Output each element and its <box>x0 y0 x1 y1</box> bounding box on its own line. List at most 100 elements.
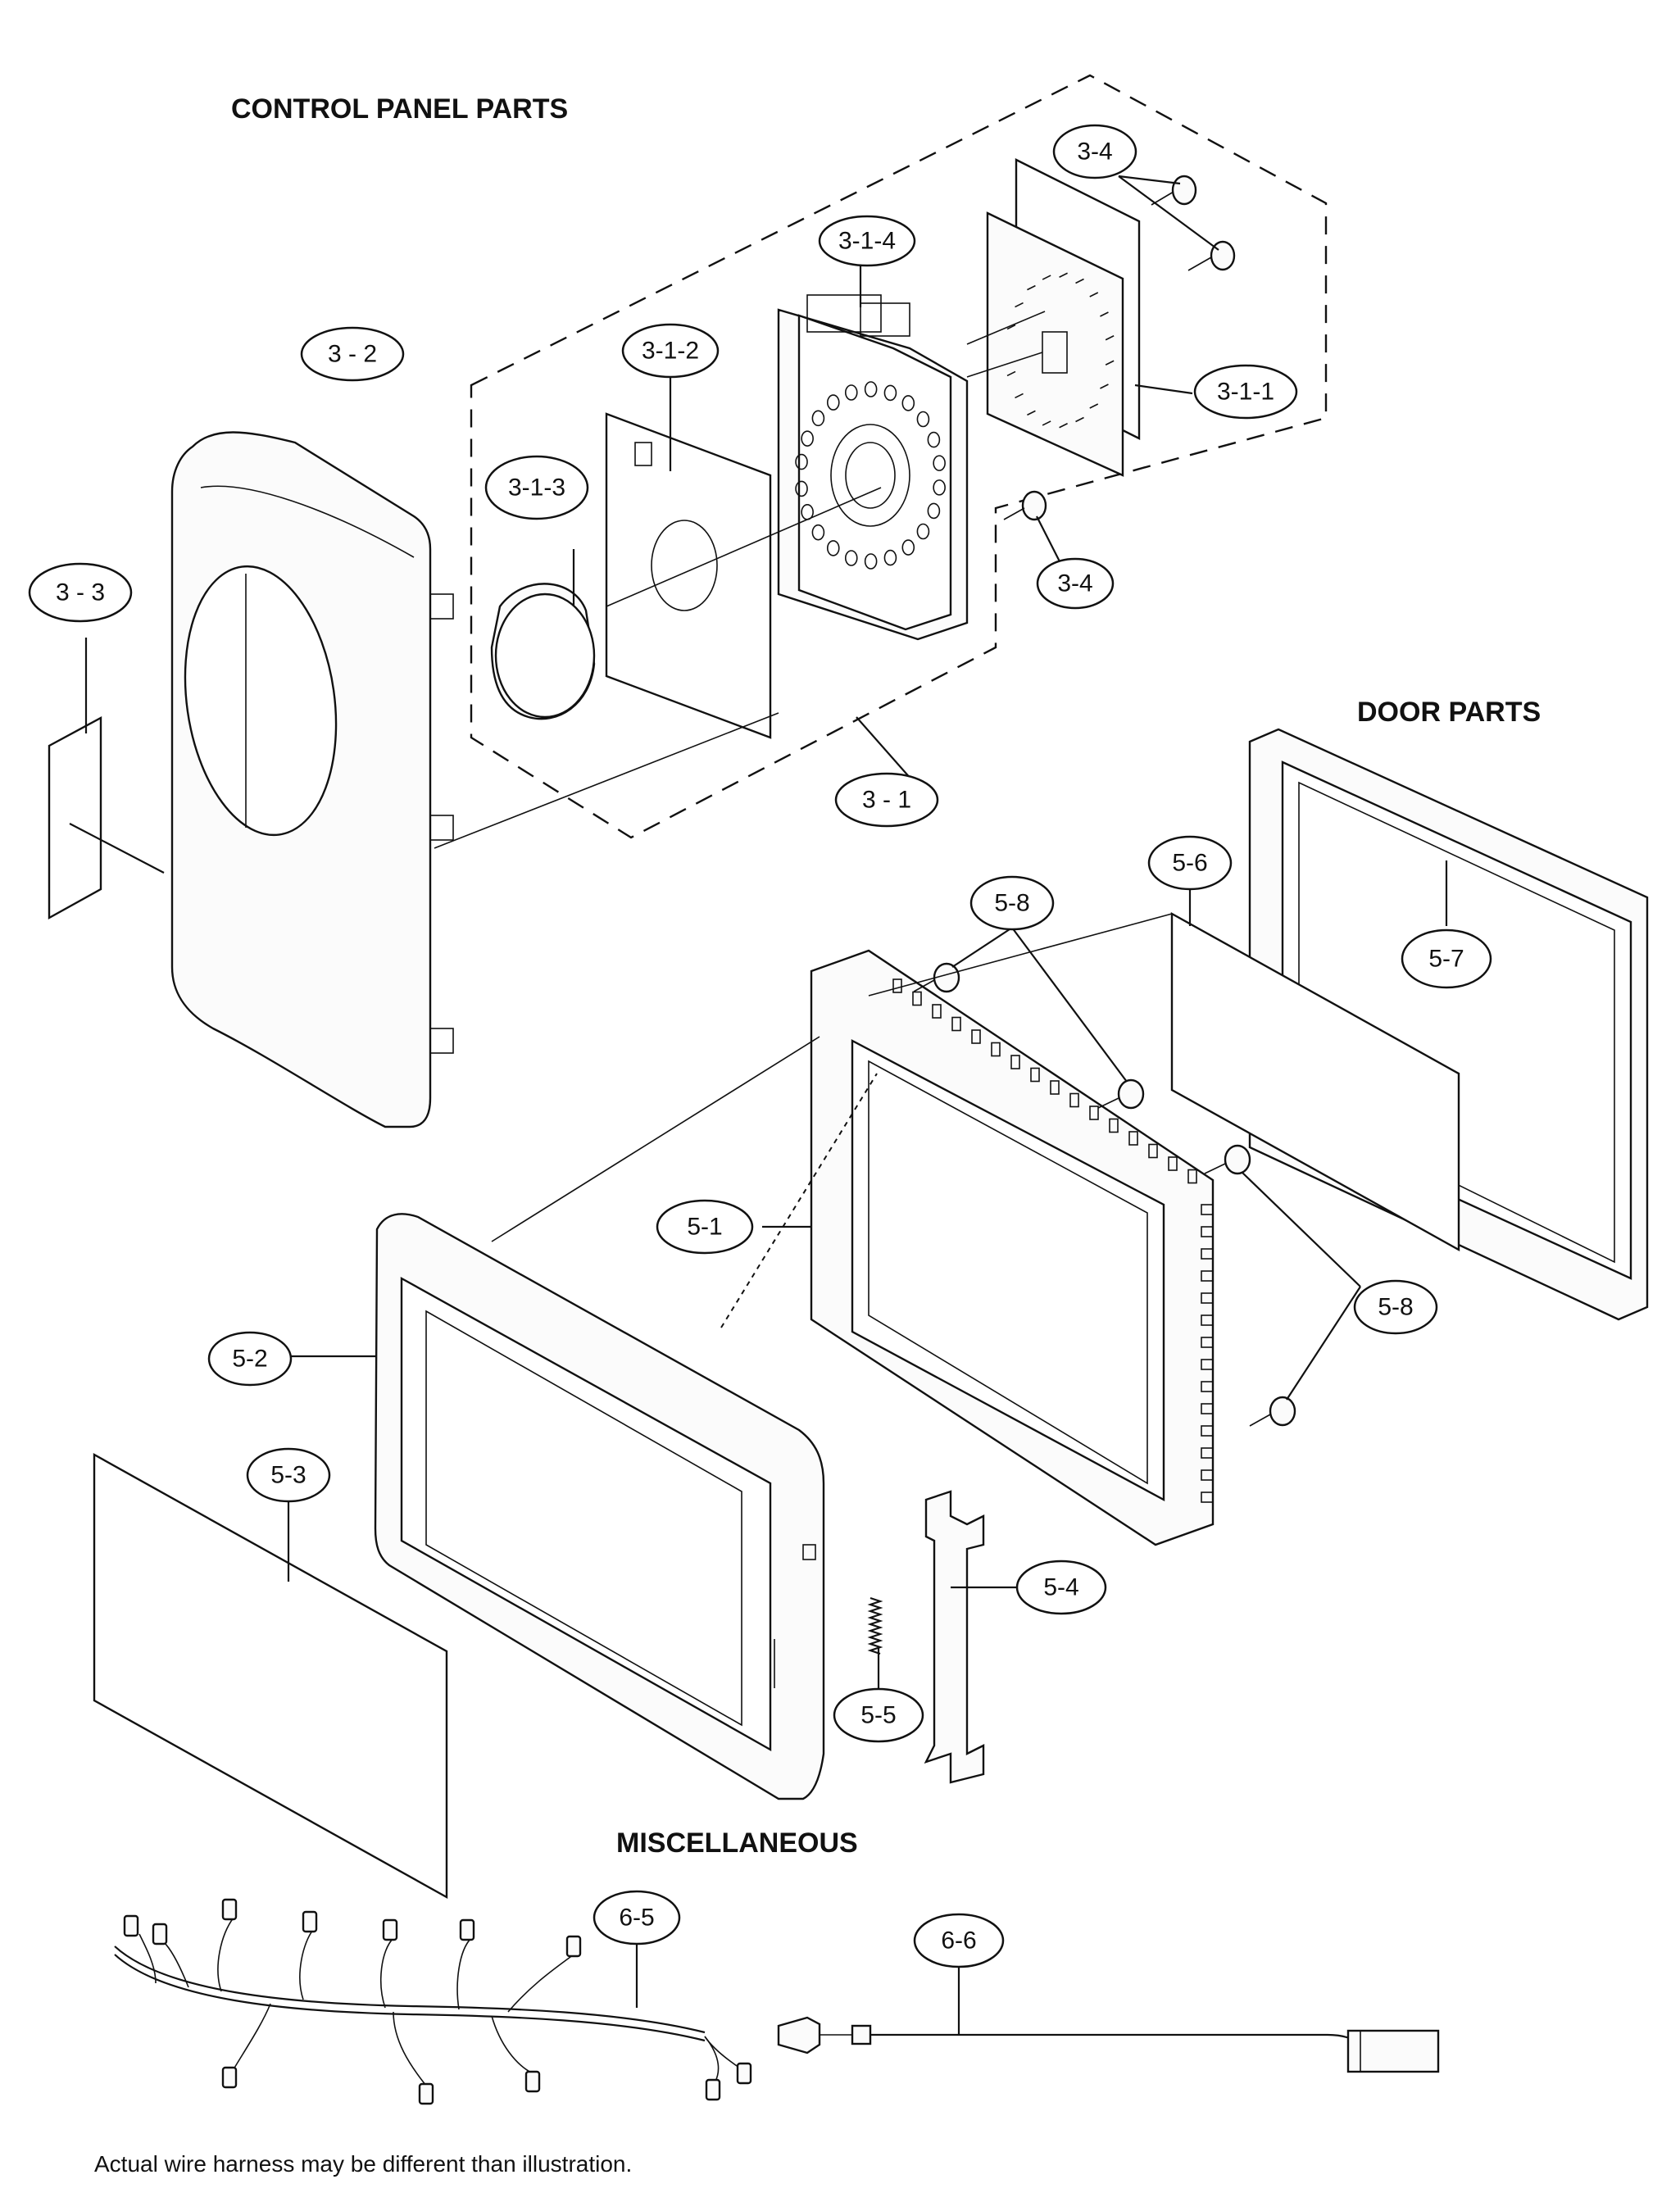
housing-hole <box>826 540 840 556</box>
door-film-5-3 <box>93 1452 448 1900</box>
callout-5-7: 5-7 <box>1401 928 1492 989</box>
door-outer-frame-5-2 <box>374 1213 825 1800</box>
housing-hole <box>916 523 930 540</box>
harness-connector <box>382 1918 398 1941</box>
explode-line-board <box>966 311 1046 345</box>
miscellaneous-heading: MISCELLANEOUS <box>616 1827 858 1859</box>
frame-tooth <box>1201 1226 1214 1237</box>
housing-hole <box>927 431 941 448</box>
explode-line-door-a <box>491 1036 820 1242</box>
svg-text:5-8: 5-8 <box>1378 1294 1413 1321</box>
escutcheon-plate-3-1-2 <box>605 412 772 739</box>
harness-connector <box>418 2082 434 2105</box>
board-pin <box>1059 272 1068 278</box>
board-pin <box>1105 335 1115 341</box>
frame-tooth <box>1030 1067 1040 1083</box>
svg-text:3-4: 3-4 <box>1077 138 1112 166</box>
leader-3-1-1 <box>1134 384 1193 395</box>
board-pin <box>1105 360 1115 365</box>
harness-connector <box>736 2062 752 2085</box>
harness-connector <box>705 2078 721 2101</box>
callout-6-5: 6-5 <box>593 1890 681 1945</box>
svg-text:5-3: 5-3 <box>270 1462 306 1489</box>
frame-tooth <box>1148 1143 1158 1159</box>
screw-5-8-d <box>1249 1396 1296 1427</box>
control-panel-cover-3-2 <box>170 431 454 1128</box>
svg-text:3-1-1: 3-1-1 <box>1217 379 1274 406</box>
frame-tooth <box>1201 1314 1214 1326</box>
control-panel-heading: CONTROL PANEL PARTS <box>231 93 568 125</box>
frame-tooth <box>1010 1055 1020 1069</box>
frame-tooth <box>1050 1080 1060 1095</box>
housing-hole <box>811 410 825 427</box>
callout-5-8-right: 5-8 <box>1353 1279 1438 1335</box>
door-latch-5-4 <box>924 1490 985 1784</box>
housing-hole <box>933 455 946 471</box>
callout-3-4-top: 3-4 <box>1052 124 1137 179</box>
frame-tooth <box>1089 1106 1099 1120</box>
callout-6-6: 6-6 <box>913 1913 1005 1968</box>
housing-hole <box>864 381 878 397</box>
svg-text:5-6: 5-6 <box>1172 850 1207 877</box>
leader-5-8-right-a <box>1241 1171 1361 1287</box>
callout-3-2: 3 - 2 <box>300 326 405 382</box>
leader-3-4-top-a <box>1118 175 1181 185</box>
wire-harness-6-5 <box>114 1898 752 2105</box>
housing-hole <box>795 453 808 470</box>
leader-5-8-right-b <box>1286 1286 1361 1401</box>
svg-text:5-2: 5-2 <box>232 1346 267 1373</box>
explode-line-cover <box>434 712 779 849</box>
housing-hole <box>933 479 946 496</box>
board-pin <box>1042 275 1051 280</box>
frame-tooth <box>1201 1491 1214 1503</box>
screw-3-4-c <box>1003 490 1047 521</box>
frame-tooth <box>1201 1469 1214 1481</box>
callout-3-4-mid: 3-4 <box>1036 557 1115 610</box>
callout-3-1: 3 - 1 <box>834 772 939 828</box>
housing-hole <box>864 553 878 570</box>
leader-5-8-top-a <box>951 927 1013 968</box>
svg-text:5-5: 5-5 <box>860 1702 896 1729</box>
frame-tooth <box>932 1004 942 1019</box>
frame-tooth <box>1109 1118 1119 1133</box>
frame-tooth <box>1201 1337 1214 1348</box>
board-pin <box>1042 420 1051 426</box>
switch-housing-3-1-4 <box>777 294 969 641</box>
latch-spring-5-5 <box>867 1596 883 1655</box>
harness-connector <box>221 2066 238 2089</box>
frame-tooth <box>991 1042 1001 1057</box>
svg-text:6-5: 6-5 <box>619 1905 654 1932</box>
callout-5-4: 5-4 <box>1015 1560 1107 1615</box>
callout-3-1-4: 3-1-4 <box>818 215 916 267</box>
harness-connector <box>152 1923 168 1945</box>
board-pin <box>1015 393 1024 399</box>
frame-tooth <box>951 1016 961 1032</box>
svg-text:5-4: 5-4 <box>1043 1574 1078 1601</box>
screw-5-8-c <box>1204 1144 1251 1175</box>
frame-tooth <box>1201 1381 1214 1392</box>
housing-hole <box>883 384 897 402</box>
harness-connector <box>123 1914 139 1937</box>
wire-harness-note: Actual wire harness may be different tha… <box>94 2151 632 2177</box>
board-pin <box>1089 292 1099 297</box>
svg-text:3 - 3: 3 - 3 <box>56 579 105 606</box>
frame-tooth <box>1201 1292 1214 1304</box>
callout-5-1: 5-1 <box>656 1199 754 1255</box>
frame-tooth <box>1201 1403 1214 1414</box>
screw-5-8-b <box>1097 1078 1145 1110</box>
board-pin <box>1059 423 1068 429</box>
circuit-board-3-1-1 <box>966 158 1141 477</box>
housing-hole <box>844 384 858 401</box>
frame-tooth <box>1069 1092 1079 1108</box>
callout-3-1-3: 3-1-3 <box>484 455 589 520</box>
frame-tooth <box>971 1029 981 1044</box>
frame-tooth <box>1168 1156 1178 1171</box>
housing-hole <box>901 395 915 411</box>
harness-connector <box>524 2070 541 2093</box>
housing-hole <box>801 430 814 447</box>
housing-hole <box>795 480 808 497</box>
board-pin <box>1089 403 1099 409</box>
board-pin <box>1006 370 1016 377</box>
harness-connector <box>221 1898 238 1921</box>
board-pin <box>1100 311 1109 317</box>
